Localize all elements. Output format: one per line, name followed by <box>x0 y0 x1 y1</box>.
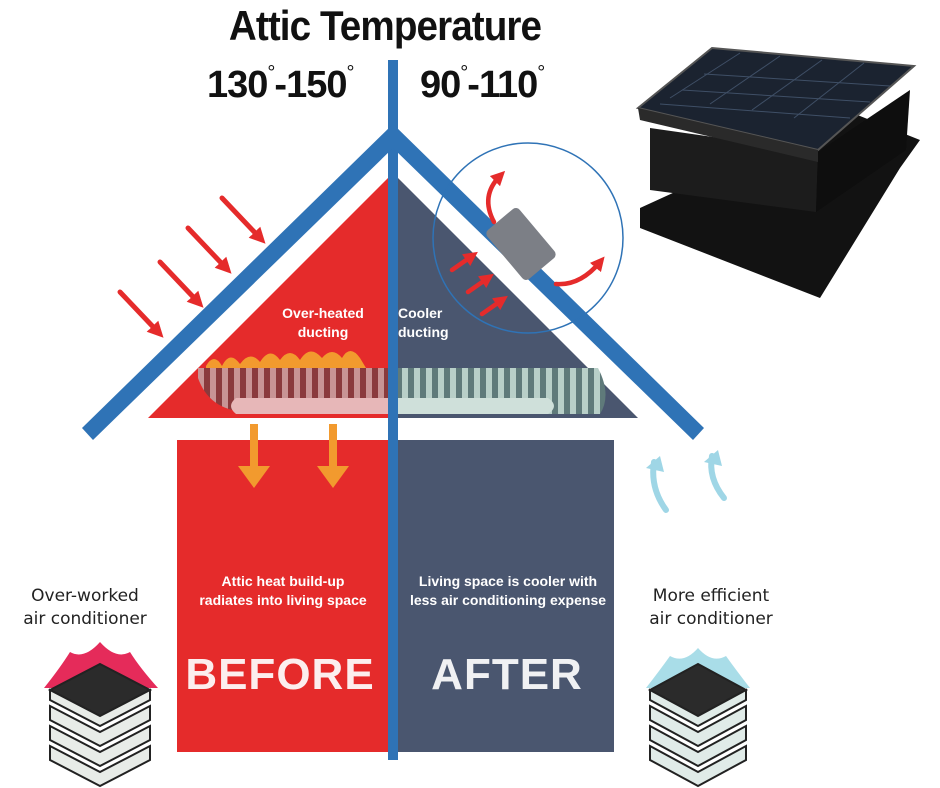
heat-ray-arrow-icon <box>157 259 204 308</box>
page-title: Attic Temperature <box>228 2 542 49</box>
ac-unit-after <box>646 648 750 788</box>
vent-detail-circle <box>432 142 624 334</box>
center-divider <box>388 60 398 760</box>
before-label: BEFORE <box>185 650 375 699</box>
roof <box>82 124 704 440</box>
living-after-line2: less air conditioning expense <box>409 592 607 608</box>
living-space-after <box>393 440 614 752</box>
ducting-before-label: Over-heated ducting <box>268 304 378 342</box>
ac-unit-icon <box>47 662 153 788</box>
temp-before-to: 150 <box>286 64 347 106</box>
ac-before-line2: air conditioner <box>23 609 147 629</box>
temp-after-to: 110 <box>478 64 538 106</box>
temperature-after: 90°-110° <box>420 62 545 106</box>
living-before-line2: radiates into living space <box>199 592 367 608</box>
living-space-before-text: Attic heat build-up radiates into living… <box>183 572 383 610</box>
degree-symbol: ° <box>346 62 354 85</box>
ac-before-label: Over-worked air conditioner <box>10 585 160 631</box>
temperature-before: 130°-150° <box>207 62 354 106</box>
ac-after-line2: air conditioner <box>649 609 773 629</box>
ac-after-label: More efficient air conditioner <box>626 585 796 631</box>
ducting-before <box>198 368 393 414</box>
living-after-line1: Living space is cooler with <box>418 573 598 589</box>
ducting-before-line1: Over-heated <box>282 305 364 321</box>
temp-before-from: 130 <box>207 64 268 106</box>
heat-flames <box>206 351 366 370</box>
ducting-after-line2: ducting <box>398 324 449 340</box>
ducting-after-label: Cooler ducting <box>398 304 470 342</box>
after-label: AFTER <box>431 650 583 699</box>
heat-down-arrows <box>238 424 349 488</box>
heat-ray-arrow-icon <box>117 289 164 338</box>
degree-symbol: ° <box>537 62 545 85</box>
solar-attic-fan-product <box>635 46 920 298</box>
heat-ray-arrow-icon <box>185 225 232 274</box>
curved-arrow-icon <box>486 170 506 225</box>
ac-after-line1: More efficient <box>652 586 770 606</box>
ducting-after <box>393 368 606 414</box>
degree-symbol: ° <box>267 62 275 85</box>
cool-air-intake <box>646 450 727 513</box>
ducting-before-line2: ducting <box>297 324 349 340</box>
heat-ray-arrows <box>117 195 266 338</box>
heat-down-arrow-icon <box>238 424 270 488</box>
ac-unit-icon <box>647 662 749 788</box>
solar-fan-icon <box>486 208 556 280</box>
hot-air-arrows <box>449 170 605 317</box>
curved-arrow-icon <box>553 256 605 287</box>
living-space-after-text: Living space is cooler with less air con… <box>398 572 618 610</box>
living-space-before <box>177 440 393 752</box>
degree-symbol: ° <box>460 62 468 85</box>
heat-ray-arrow-icon <box>219 195 266 244</box>
living-before-line1: Attic heat build-up <box>221 573 345 589</box>
attic-after <box>393 173 638 418</box>
ducting-after-line1: Cooler <box>398 305 443 321</box>
ac-unit-before <box>44 642 158 788</box>
ac-before-line1: Over-worked <box>31 586 139 606</box>
temp-after-from: 90 <box>420 64 461 106</box>
heat-down-arrow-icon <box>317 424 349 488</box>
